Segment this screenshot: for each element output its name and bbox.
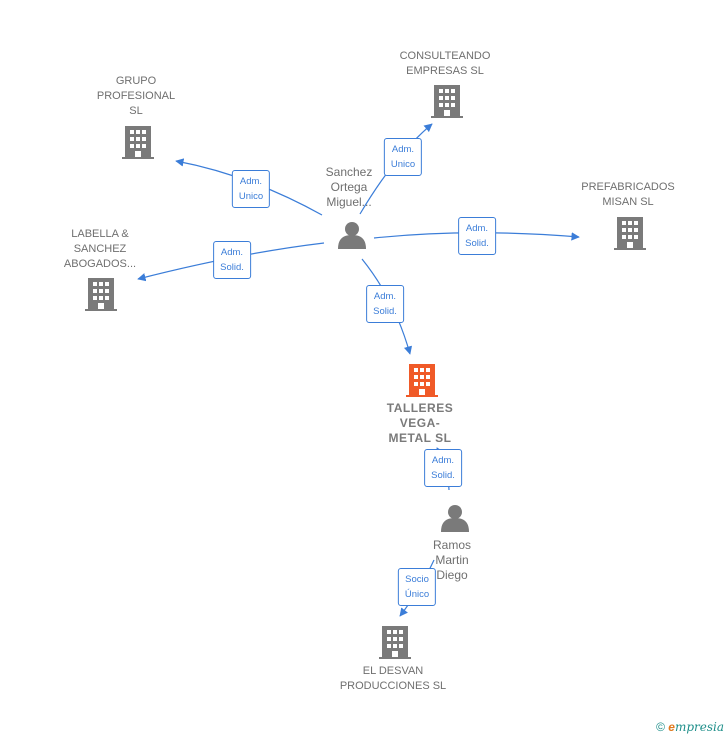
person-icon[interactable] [441, 505, 469, 532]
edge-label-consulteando: Adm.Unico [383, 138, 423, 176]
building-icon[interactable] [431, 85, 463, 118]
edge-label-talleres: Adm.Solid. [366, 285, 404, 323]
person-icon[interactable] [338, 222, 366, 249]
edge-label-grupo: Adm.Unico [231, 170, 271, 208]
building-icon[interactable] [85, 278, 117, 311]
edge-label-prefabricados: Adm.Solid. [458, 217, 496, 255]
building-icon[interactable] [122, 126, 154, 159]
edge-label-ramos-talleres: Adm.Solid. [424, 449, 462, 487]
copyright-icon: © [656, 720, 665, 734]
building-icon[interactable] [406, 364, 438, 397]
footer-brand: © empresia [656, 720, 724, 734]
brand-logo-e: e [668, 720, 675, 734]
brand-logo-text: mpresia [674, 720, 724, 734]
building-icon[interactable] [379, 626, 411, 659]
building-icon[interactable] [614, 217, 646, 250]
edge-label-labella: Adm.Solid. [213, 241, 251, 279]
